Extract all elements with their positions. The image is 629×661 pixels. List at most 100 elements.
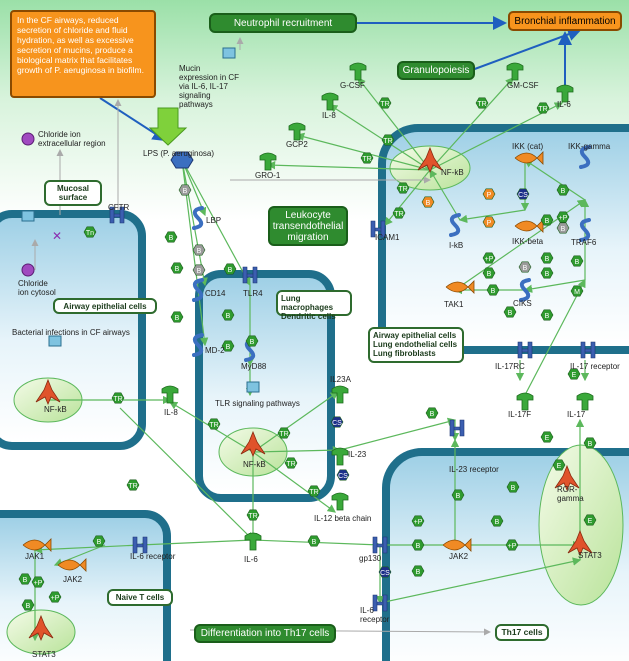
grey-badge-3-text: B <box>523 265 528 272</box>
edge-badge-51 <box>18 573 32 585</box>
edge-badge-40 <box>92 535 106 547</box>
pathway-edge-9 <box>252 391 339 453</box>
nfkb-mid-label: NF-kB <box>243 460 266 469</box>
grey-badge-4-text: B <box>561 226 566 233</box>
edge-badge-49 <box>245 335 259 347</box>
edge-badge-6 <box>392 207 406 219</box>
edge-badge-23-text: TR <box>309 489 318 496</box>
tlr4-label: TLR4 <box>243 289 263 298</box>
pathway-edge-1 <box>328 104 431 171</box>
jak2-mid-kinase-icon <box>442 538 472 552</box>
edge-badge-34-text: B <box>312 539 317 546</box>
ikk-cat-label: IKK (cat) <box>512 142 544 151</box>
naive-t-cells-label: Naive T cells <box>107 589 173 606</box>
ikb-adaptor-icon <box>449 213 461 237</box>
gcsf-label: G-CSF <box>340 81 365 90</box>
edge-badge-38-text: +P <box>508 543 517 550</box>
md2-label: MD-2 <box>205 346 225 355</box>
tak1-kinase-icon <box>445 280 475 294</box>
edge-badge-16 <box>486 284 500 296</box>
jak1-kinase-icon <box>22 538 52 552</box>
pathway-edge-6 <box>384 169 431 226</box>
pathway-edge-32 <box>181 159 208 287</box>
ikb-label: I-kB <box>449 241 464 250</box>
cf-note-box: In the CF airways, reduced secretion of … <box>10 10 156 98</box>
edge-badge-8 <box>540 214 554 226</box>
edge-badge-19-text: TR <box>113 396 122 403</box>
edge-badge-35-text: +P <box>414 519 423 526</box>
edge-badge-53-text: E <box>572 372 577 379</box>
edge-badge-41-text: +P <box>34 580 43 587</box>
edge-badge-11-text: B <box>545 256 550 263</box>
mucosal-surface-label: Mucosal surface <box>44 180 102 206</box>
cd14-label: CD14 <box>205 289 226 298</box>
il6-receptor-mid-icon <box>372 594 388 612</box>
edge-badge-15 <box>570 285 584 297</box>
edge-badge-35 <box>411 515 425 527</box>
inflammation-arrow-1 <box>471 27 582 71</box>
edge-badge-49-text: B <box>250 339 255 346</box>
edge-badge-36 <box>490 515 504 527</box>
airway-epithelial-label: Airway epithelial cells <box>53 298 157 314</box>
edge-badge-21-text: TR <box>279 431 288 438</box>
il6r-mid-label: IL-6 receptor <box>360 606 390 624</box>
cf-to-lps-arrow <box>99 97 167 142</box>
nfkb-left-label: NF-kB <box>44 405 67 414</box>
pathway-edge-3 <box>266 161 431 171</box>
bronchial-inflammation-box: Bronchial inflammation <box>508 11 622 31</box>
edge-badge-32 <box>540 431 554 443</box>
edge-badge-50 <box>223 263 237 275</box>
edge-badge-1 <box>381 134 395 146</box>
pathway-edge-2 <box>295 132 431 171</box>
orange-badge-1-text: P <box>487 220 492 227</box>
il17-ligand-icon <box>576 392 594 411</box>
edge-badge-43 <box>164 231 178 243</box>
edge-badge-9-text: +P <box>559 215 568 222</box>
edge-badge-5 <box>396 182 410 194</box>
cftr-receptor-icon <box>109 206 125 224</box>
edge-badge-1-text: TR <box>383 138 392 145</box>
edge-badge-18-text: B <box>545 313 550 320</box>
il6-top-label: IL-6 <box>557 100 571 109</box>
edge-badge-31 <box>583 514 597 526</box>
tlr-pathway-square-icon <box>246 381 260 393</box>
edge-badge-10 <box>482 252 496 264</box>
edge-badge-11 <box>540 252 554 264</box>
pathway-edge-27 <box>429 168 461 221</box>
edge-badge-40-text: B <box>97 539 102 546</box>
il17-label: IL-17 <box>567 410 586 419</box>
edge-badge-24-text: CS <box>332 420 342 427</box>
edge-badge-44 <box>170 262 184 274</box>
lps-molecule-icon <box>170 151 194 169</box>
neutrophil-recruitment-box: Neutrophil recruitment <box>209 13 357 33</box>
ikk-gamma-adaptor-icon <box>579 145 591 169</box>
th17-cells-box: Th17 cells <box>495 624 549 641</box>
chloride-channel-square-icon <box>21 210 35 222</box>
gro1-ligand-icon <box>259 152 277 171</box>
il8-top-label: IL-8 <box>322 111 336 120</box>
edge-badge-10-text: +P <box>485 256 494 263</box>
gcp2-label: GCP2 <box>286 140 308 149</box>
pathway-edge-13 <box>119 407 254 541</box>
nfkb-mid-tf-icon <box>240 430 266 458</box>
lbp-label: LBP <box>206 216 222 225</box>
pathway-edge-43 <box>33 544 141 554</box>
tak1-label: TAK1 <box>444 300 464 309</box>
edge-badge-47 <box>221 340 235 352</box>
edge-badge-29 <box>583 437 597 449</box>
edge-badge-47-text: B <box>226 344 231 351</box>
edge-badge-31-text: E <box>588 518 593 525</box>
edge-badge-3 <box>536 102 550 114</box>
edge-badge-3-text: TR <box>538 106 547 113</box>
edge-badge-33 <box>246 509 260 521</box>
edge-badge-23 <box>307 485 321 497</box>
edge-badge-13-text: B <box>487 271 492 278</box>
il23-label: IL-23 <box>348 450 367 459</box>
edge-badge-25 <box>336 469 350 481</box>
edge-badge-52 <box>21 599 35 611</box>
orange-badge-1 <box>482 216 496 228</box>
gmcsf-ligand-icon <box>506 62 524 81</box>
nfkb-left-tf-icon <box>35 378 61 406</box>
edge-badge-4 <box>360 152 374 164</box>
